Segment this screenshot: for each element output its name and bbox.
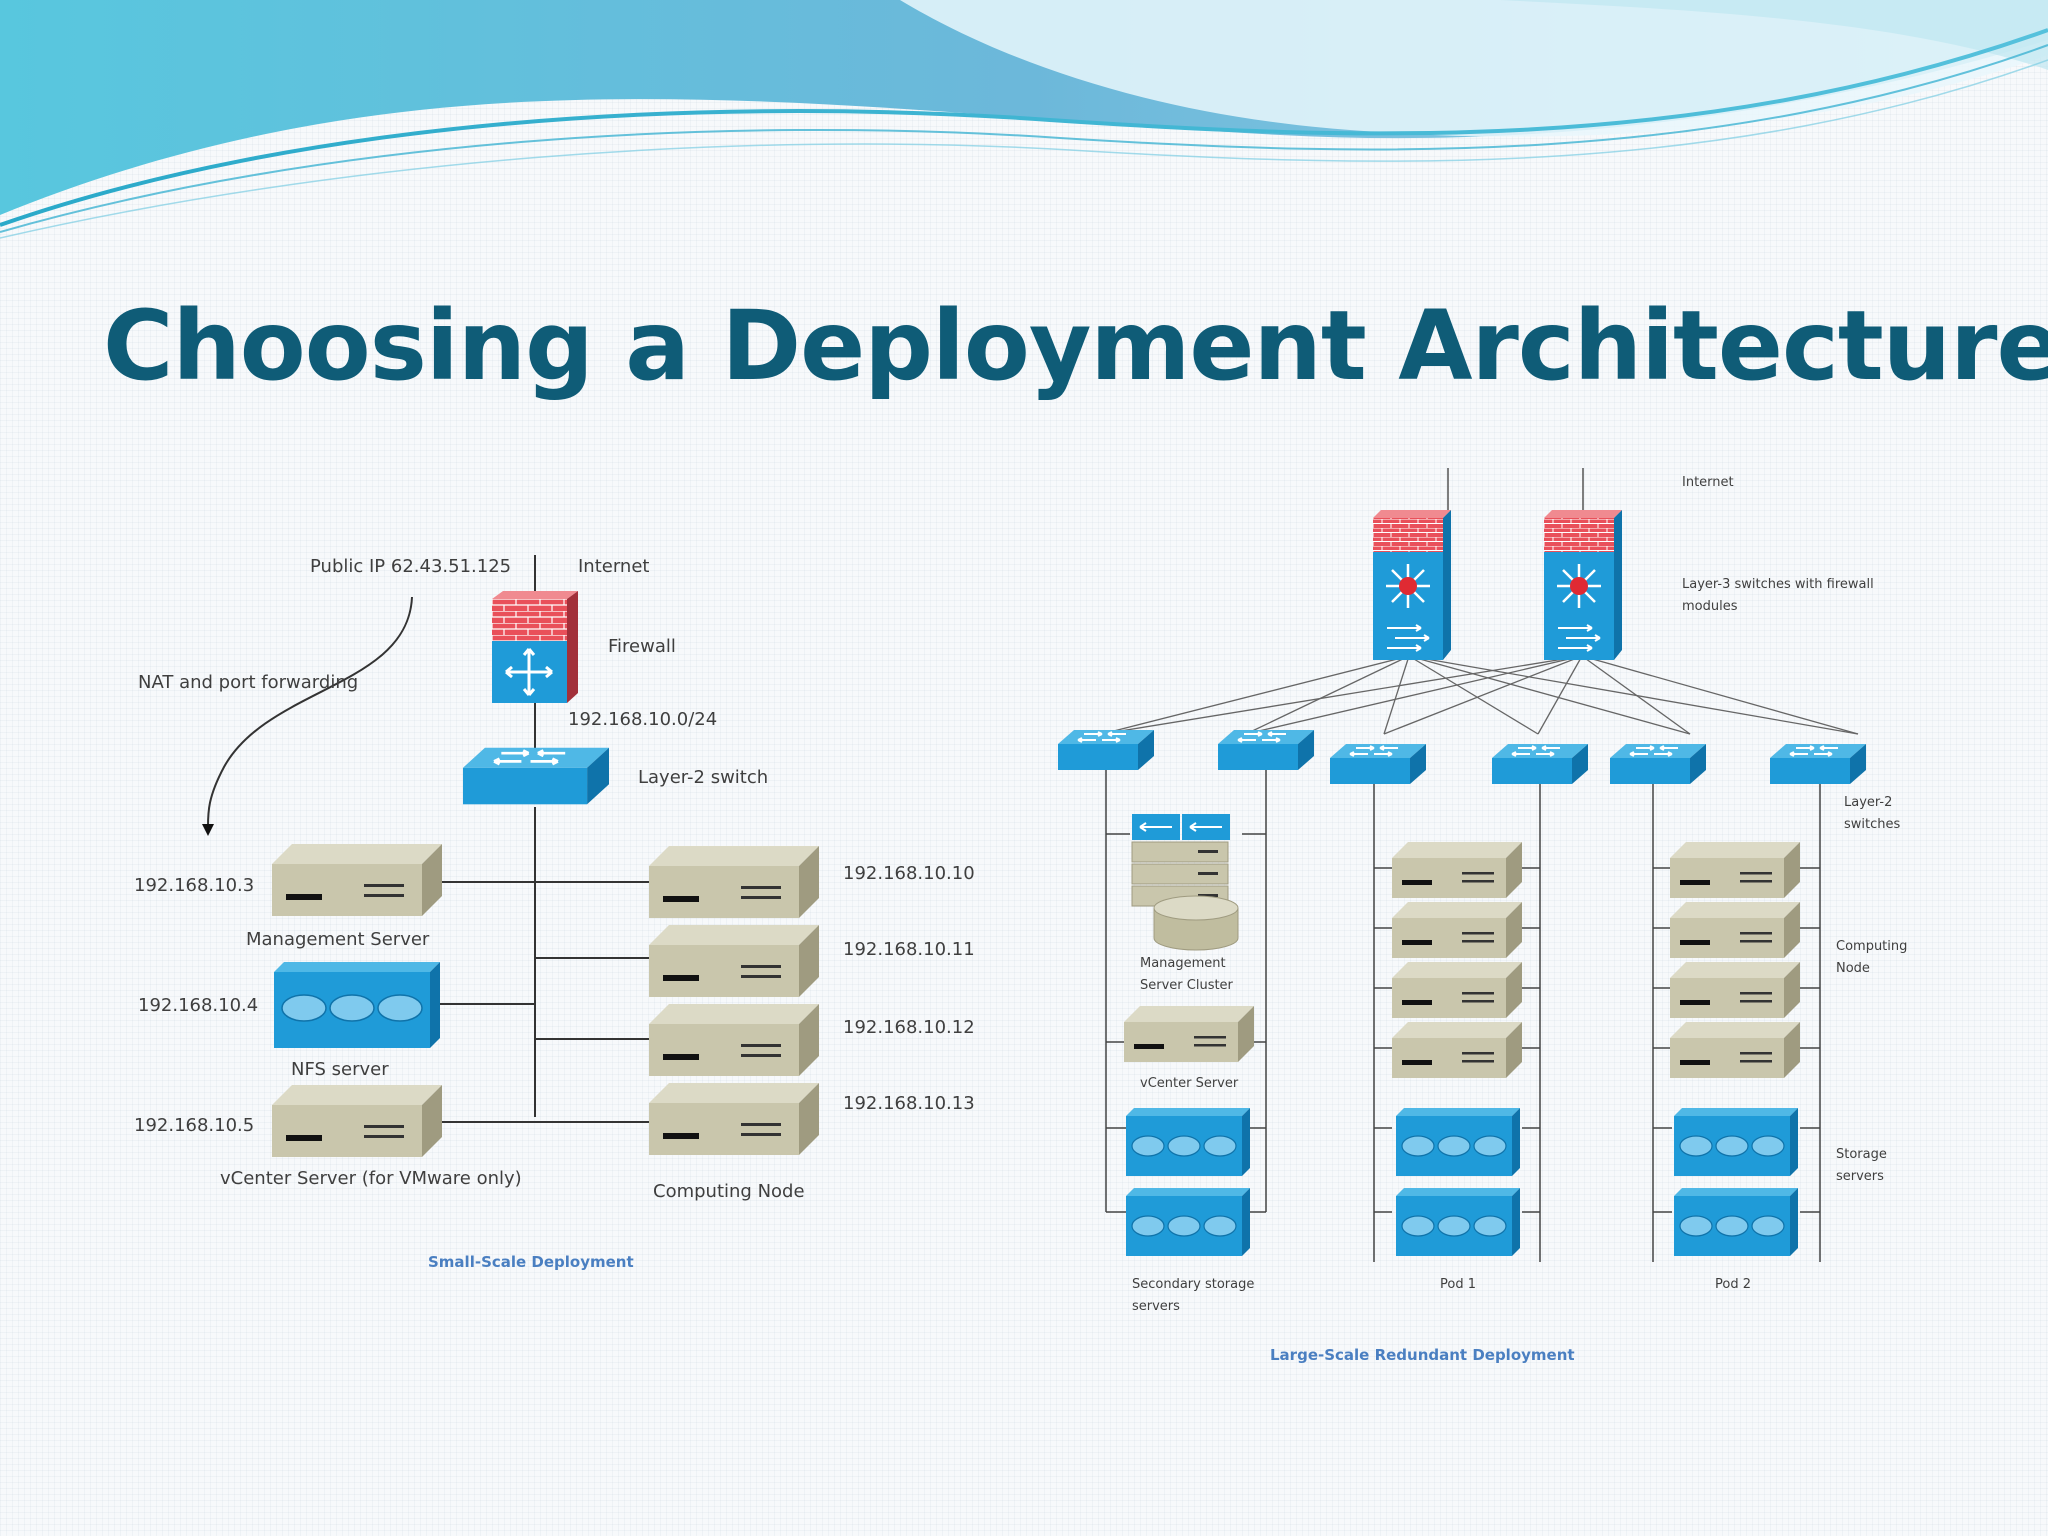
secondary-storage-icon-1	[1126, 1108, 1250, 1176]
firewall-label: Firewall	[608, 636, 676, 657]
layer2-switch-icon-1	[1058, 730, 1154, 770]
pod2-computing-node-icon-3	[1670, 962, 1800, 1018]
management-server-label: Management Server	[246, 929, 430, 950]
layer3-label-line2: modules	[1682, 599, 1738, 614]
pod1-computing-node-icon-4	[1392, 1022, 1522, 1078]
public-ip-label: Public IP 62.43.51.125	[310, 556, 511, 577]
vcenter-server-icon	[272, 1085, 442, 1157]
management-cluster-label-line1: Management	[1140, 956, 1226, 971]
layer3-switch-firewall-icon-1	[1373, 510, 1451, 660]
vcenter-server-label: vCenter Server (for VMware only)	[220, 1168, 522, 1189]
pod2-computing-node-icon-1	[1670, 842, 1800, 898]
pod2-computing-node-icon-2	[1670, 902, 1800, 958]
layer2-switch-icon-4	[1492, 744, 1588, 784]
layer2-switch-icon-2	[1218, 730, 1314, 770]
nfs-server-icon	[274, 962, 440, 1048]
compute-ip-label-1: 192.168.10.10	[843, 863, 975, 884]
secondary-storage-label-line2: servers	[1132, 1299, 1180, 1314]
computing-node-icon-1	[649, 846, 819, 918]
internet-label: Internet	[1682, 475, 1734, 490]
layer2-switch-icon-3	[1330, 744, 1426, 784]
nat-arrowhead-icon	[202, 824, 214, 836]
compute-ip-label-2: 192.168.10.11	[843, 939, 975, 960]
computing-node-icon-3	[649, 1004, 819, 1076]
secondary-storage-icon-2	[1126, 1188, 1250, 1256]
large-scale-deployment-diagram: Internet Layer-3 switches with firewall …	[1040, 468, 1950, 1386]
layer3-label-line1: Layer-3 switches with firewall	[1682, 577, 1874, 592]
storage-label-line1: Storage	[1836, 1147, 1887, 1162]
computing-node-label-line2: Node	[1836, 961, 1870, 976]
pod1-computing-node-icon-3	[1392, 962, 1522, 1018]
computing-node-icon-2	[649, 925, 819, 997]
layer2-label-line2: switches	[1844, 817, 1900, 832]
vcenter-server-icon	[1124, 1006, 1254, 1062]
management-server-cluster-icon	[1131, 814, 1230, 907]
large-scale-caption: Large-Scale Redundant Deployment	[1270, 1346, 1575, 1364]
decorative-wave-banner	[0, 0, 2048, 239]
layer2-switch-icon-5	[1610, 744, 1706, 784]
computing-node-icon-4	[649, 1083, 819, 1155]
pod1-storage-server-icon-1	[1396, 1108, 1520, 1176]
small-scale-caption: Small-Scale Deployment	[428, 1253, 634, 1271]
secondary-storage-label-line1: Secondary storage	[1132, 1277, 1254, 1292]
management-server-icon	[272, 844, 442, 916]
subnet-label: 192.168.10.0/24	[568, 709, 717, 730]
firewall-router-icon	[492, 591, 578, 703]
computing-node-label-line1: Computing	[1836, 939, 1907, 954]
vcenter-server-label: vCenter Server	[1140, 1076, 1239, 1091]
database-icon	[1153, 895, 1239, 951]
pod1-label: Pod 1	[1440, 1277, 1476, 1292]
layer2-switch-icon	[463, 747, 609, 805]
nat-label: NAT and port forwarding	[138, 672, 358, 693]
layer3-switch-firewall-icon-2	[1544, 510, 1622, 660]
management-ip-label: 192.168.10.3	[134, 875, 254, 896]
pod2-computing-node-icon-4	[1670, 1022, 1800, 1078]
slide-title: Choosing a Deployment Architecture	[103, 290, 2048, 402]
pod1-computing-node-icon-1	[1392, 842, 1522, 898]
computing-node-label: Computing Node	[653, 1181, 805, 1202]
compute-ip-label-3: 192.168.10.12	[843, 1017, 975, 1038]
compute-ip-label-4: 192.168.10.13	[843, 1093, 975, 1114]
vcenter-ip-label: 192.168.10.5	[134, 1115, 254, 1136]
internet-label: Internet	[578, 556, 649, 577]
layer2-switch-icon-6	[1770, 744, 1866, 784]
layer2-label-line1: Layer-2	[1844, 795, 1892, 810]
pod2-storage-server-icon-1	[1674, 1108, 1798, 1176]
storage-label-line2: servers	[1836, 1169, 1884, 1184]
pod1-computing-node-icon-2	[1392, 902, 1522, 958]
layer2-switch-label: Layer-2 switch	[638, 767, 768, 788]
pod2-label: Pod 2	[1715, 1277, 1751, 1292]
nfs-ip-label: 192.168.10.4	[138, 995, 258, 1016]
nfs-server-label: NFS server	[291, 1059, 389, 1080]
pod1-storage-server-icon-2	[1396, 1188, 1520, 1256]
management-cluster-label-line2: Server Cluster	[1140, 978, 1234, 993]
small-scale-deployment-diagram: Public IP 62.43.51.125 Internet Firewall…	[48, 527, 1010, 1287]
pod2-storage-server-icon-2	[1674, 1188, 1798, 1256]
